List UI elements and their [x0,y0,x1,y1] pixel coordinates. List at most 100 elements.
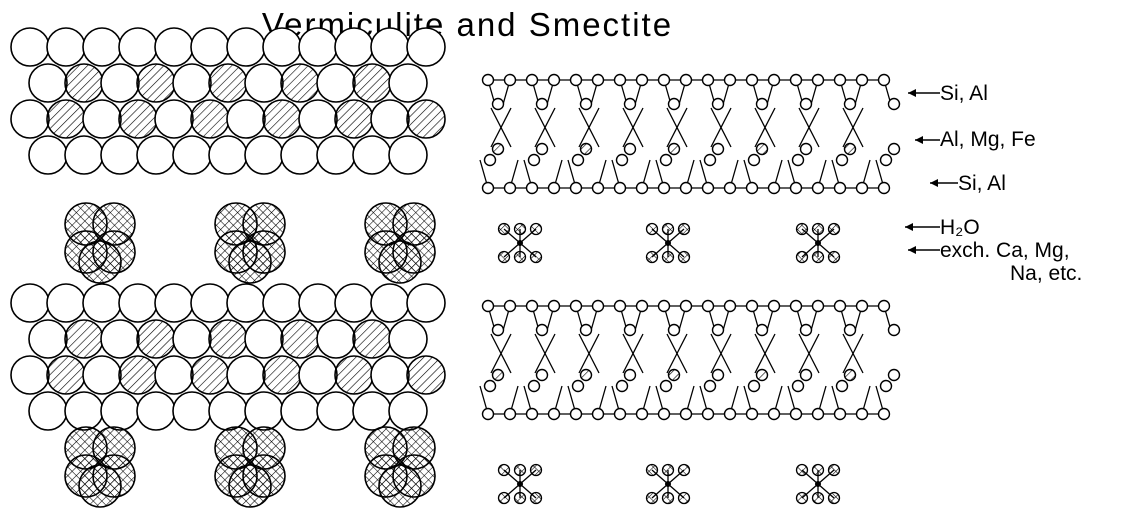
oxygen-atom [505,183,516,194]
arrow-head [930,179,938,187]
oxygen-atom [615,301,626,312]
oxygen-sphere [47,28,85,66]
octahedral-cation-atom [757,144,768,155]
oxygen-atom [747,183,758,194]
oxygen-sphere [83,284,121,322]
oxygen-sphere [209,392,247,430]
oxygen-atom [813,409,824,420]
oxygen-sphere [353,320,391,358]
oxygen-sphere [317,136,355,174]
oxygen-atom [625,325,636,336]
oxygen-atom [879,183,890,194]
oxygen-sphere [245,64,283,102]
arrow-head [905,223,913,231]
water-molecule [679,224,690,235]
water-molecule [531,465,542,476]
oxygen-sphere [317,392,355,430]
oxygen-sphere [65,392,103,430]
oxygen-atom [705,381,716,392]
oxygen-atom [747,301,758,312]
oxygen-atom [485,155,496,166]
oxygen-atom [573,155,584,166]
oxygen-sphere [281,64,319,102]
oxygen-atom [813,183,824,194]
oxygen-atom [879,409,890,420]
oxygen-atom [757,99,768,110]
oxygen-atom [537,325,548,336]
water-molecule [499,224,510,235]
oxygen-atom [661,155,672,166]
exchange-cation-water-sphere [79,241,121,283]
oxygen-atom [549,183,560,194]
oxygen-atom [703,409,714,420]
oxygen-atom [857,409,868,420]
oxygen-sphere [371,284,409,322]
oxygen-sphere [11,100,49,138]
oxygen-sphere [335,284,373,322]
exchange-cation-atom [815,481,821,487]
oxygen-sphere [119,28,157,66]
oxygen-atom [571,75,582,86]
exchange-cation-water-sphere [229,465,271,507]
octahedral-cation-atom [581,144,592,155]
oxygen-atom [483,75,494,86]
water-molecule [797,224,808,235]
oxygen-sphere [11,356,49,394]
exchange-cation-atom [815,240,821,246]
oxygen-atom [659,75,670,86]
oxygen-atom [813,75,824,86]
oxygen-atom [857,301,868,312]
oxygen-sphere [191,100,229,138]
octahedral-cation-atom [713,370,724,381]
oxygen-sphere [191,356,229,394]
oxygen-sphere [407,356,445,394]
oxygen-sphere [407,28,445,66]
oxygen-sphere [137,392,175,430]
oxygen-atom [713,99,724,110]
oxygen-sphere [209,136,247,174]
oxygen-atom [527,75,538,86]
oxygen-sphere [263,284,301,322]
oxygen-atom [483,183,494,194]
water-molecule [647,252,658,263]
oxygen-atom [857,183,868,194]
oxygen-atom [837,381,848,392]
oxygen-atom [749,155,760,166]
oxygen-sphere [155,284,193,322]
oxygen-sphere [245,320,283,358]
water-molecule [663,465,674,476]
oxygen-atom [571,409,582,420]
octahedral-cation-atom [625,144,636,155]
label-si-al-top: Si, Al [940,82,988,106]
oxygen-atom [615,183,626,194]
oxygen-sphere [155,28,193,66]
oxygen-sphere [65,320,103,358]
oxygen-sphere [353,392,391,430]
oxygen-atom [529,381,540,392]
oxygen-atom [889,325,900,336]
octahedral-cation-atom [537,144,548,155]
oxygen-atom [791,301,802,312]
oxygen-atom [483,409,494,420]
oxygen-sphere [119,284,157,322]
oxygen-sphere [101,64,139,102]
oxygen-sphere [119,100,157,138]
oxygen-atom [493,325,504,336]
exchange-cation-water-sphere [229,241,271,283]
oxygen-sphere [245,136,283,174]
water-molecule [797,493,808,504]
water-molecule [813,465,824,476]
oxygen-atom [879,301,890,312]
octahedral-cation-atom [801,370,812,381]
oxygen-sphere [371,28,409,66]
oxygen-atom [659,301,670,312]
oxygen-atom [749,381,760,392]
water-molecule [515,465,526,476]
exchange-cation-atom [517,481,523,487]
oxygen-atom [681,75,692,86]
oxygen-sphere [227,28,265,66]
octahedral-cation-atom [757,370,768,381]
oxygen-atom [549,301,560,312]
exchange-cation-atom [665,481,671,487]
oxygen-atom [637,301,648,312]
